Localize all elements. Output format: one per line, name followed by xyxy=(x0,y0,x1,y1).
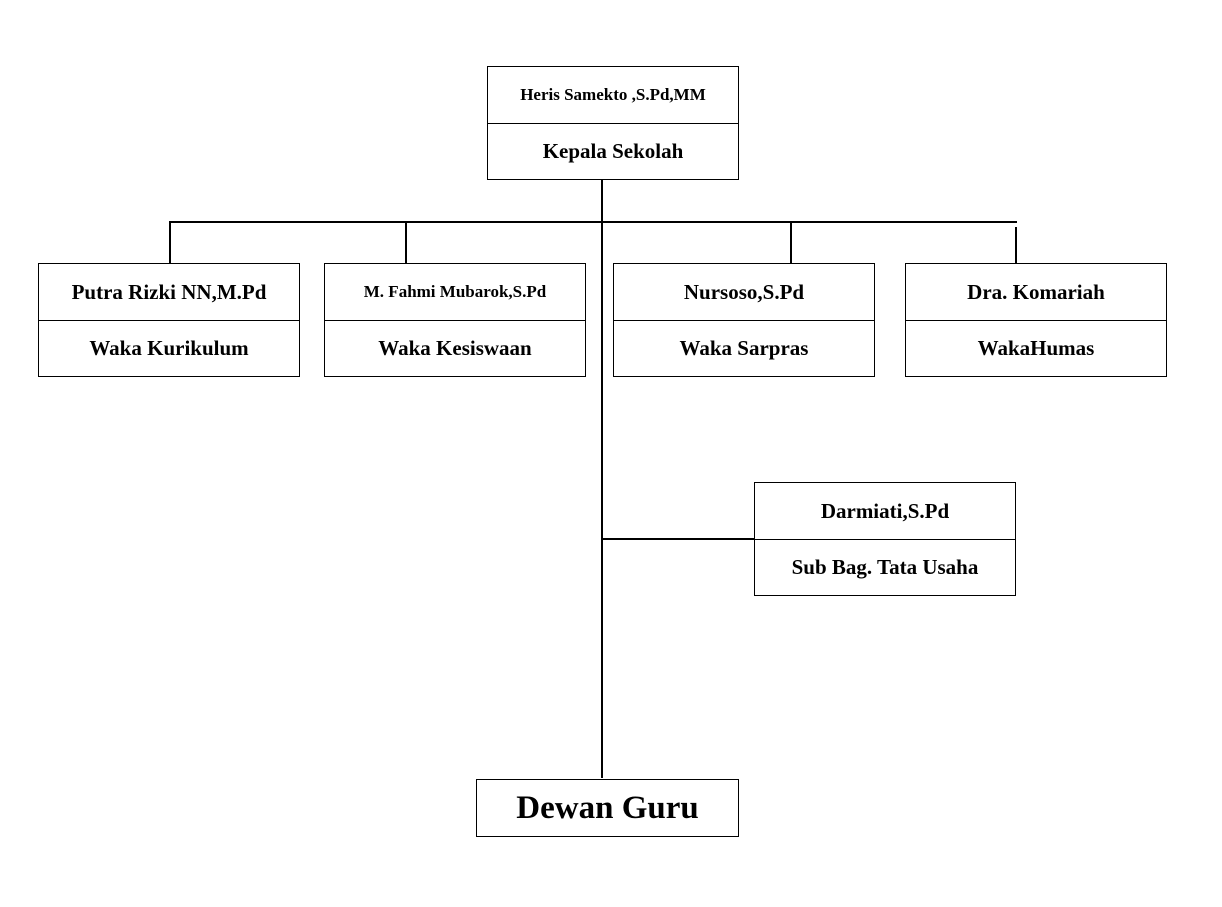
deputy-role: WakaHumas xyxy=(977,336,1095,360)
deputy-role: Waka Kurikulum xyxy=(89,336,249,360)
deputy-role: Waka Kesiswaan xyxy=(378,336,532,360)
deputy-box-kurikulum: Putra Rizki NN,M.Pd Waka Kurikulum xyxy=(38,263,300,377)
deputy-name: Putra Rizki NN,M.Pd xyxy=(39,264,299,321)
admin-name: Darmiati,S.Pd xyxy=(755,483,1015,540)
drop-line-sarpras xyxy=(790,221,792,263)
deputy-box-humas: Dra. Komariah WakaHumas xyxy=(905,263,1167,377)
teachers-box: Dewan Guru xyxy=(476,779,739,837)
deputy-name: M. Fahmi Mubarok,S.Pd xyxy=(325,264,585,321)
deputy-name: Nursoso,S.Pd xyxy=(614,264,874,321)
deputy-box-sarpras: Nursoso,S.Pd Waka Sarpras xyxy=(613,263,875,377)
admin-box: Darmiati,S.Pd Sub Bag. Tata Usaha xyxy=(754,482,1016,596)
deputy-box-kesiswaan: M. Fahmi Mubarok,S.Pd Waka Kesiswaan xyxy=(324,263,586,377)
teachers-label: Dewan Guru xyxy=(516,789,699,826)
head-name: Heris Samekto ,S.Pd,MM xyxy=(488,67,738,124)
trunk-line xyxy=(601,179,603,778)
head-role: Kepala Sekolah xyxy=(542,139,684,163)
admin-role: Sub Bag. Tata Usaha xyxy=(791,555,979,579)
deputy-name: Dra. Komariah xyxy=(906,264,1166,321)
drop-line-kurikulum xyxy=(169,221,171,263)
deputy-role: Waka Sarpras xyxy=(679,336,809,360)
deputies-bus-line xyxy=(169,221,1017,223)
drop-line-humas xyxy=(1015,227,1017,267)
drop-line-kesiswaan xyxy=(405,221,407,263)
branch-line-tata-usaha xyxy=(602,538,754,540)
head-box: Heris Samekto ,S.Pd,MM Kepala Sekolah xyxy=(487,66,739,180)
